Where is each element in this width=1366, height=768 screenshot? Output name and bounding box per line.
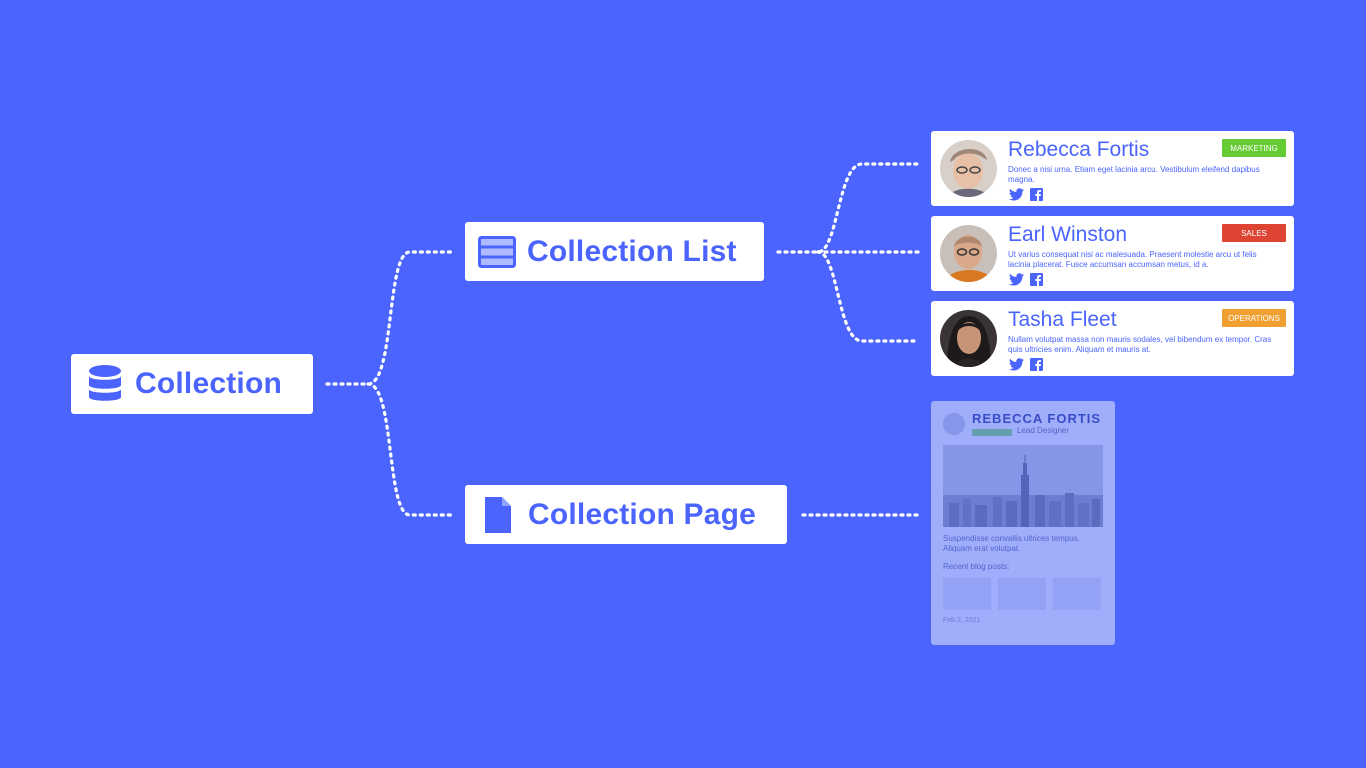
connector-list-to-card-3 <box>816 250 920 343</box>
preview-hero-image <box>943 445 1103 527</box>
twitter-icon[interactable] <box>1009 188 1024 206</box>
collection-page-preview: REBECCA FORTIS Lead Designer Suspendisse… <box>931 401 1115 645</box>
twitter-icon[interactable] <box>1009 358 1024 376</box>
preview-recent-heading: Recent blog posts: <box>943 562 1010 571</box>
preview-title: REBECCA FORTIS <box>972 411 1102 426</box>
preview-date: Feb 2, 2021 <box>943 617 981 624</box>
collection-page-label: Collection Page <box>528 497 757 531</box>
twitter-icon[interactable] <box>1009 273 1024 291</box>
collection-list-label: Collection List <box>527 234 737 268</box>
card-name: Earl Winston <box>1008 223 1128 246</box>
database-icon <box>87 364 123 404</box>
preview-role: Lead Designer <box>1017 426 1070 435</box>
preview-avatar <box>943 413 965 435</box>
avatar <box>940 140 997 197</box>
facebook-icon[interactable] <box>1030 358 1043 376</box>
connector-list-to-card-1 <box>776 162 920 254</box>
department-badge: OPERATIONS <box>1222 309 1286 327</box>
social-links <box>1009 188 1043 206</box>
card-description: Nullam volutpat massa non mauris sodales… <box>1008 335 1272 354</box>
preview-thumbnail <box>1053 578 1101 610</box>
profile-card-tasha: Tasha Fleet OPERATIONS Nullam volutpat m… <box>931 301 1294 376</box>
preview-blog-thumbnails <box>943 578 1101 610</box>
document-icon <box>483 496 513 533</box>
preview-thumbnail <box>943 578 991 610</box>
collection-list-node: Collection List <box>465 222 764 281</box>
avatar <box>940 225 997 282</box>
preview-tag <box>972 429 1012 436</box>
avatar <box>940 310 997 367</box>
collection-node: Collection <box>71 354 313 414</box>
social-links <box>1009 358 1043 376</box>
connector-collection-to-list <box>325 250 454 386</box>
table-list-icon <box>478 235 516 268</box>
preview-text: Suspendisse convallis ultrices tempus. A… <box>943 534 1080 553</box>
card-name: Tasha Fleet <box>1008 308 1117 331</box>
facebook-icon[interactable] <box>1030 188 1043 206</box>
profile-card-earl: Earl Winston SALES Ut varius consequat n… <box>931 216 1294 291</box>
facebook-icon[interactable] <box>1030 273 1043 291</box>
collection-label: Collection <box>135 367 283 400</box>
collection-page-node: Collection Page <box>465 485 787 544</box>
preview-thumbnail <box>998 578 1046 610</box>
card-name: Rebecca Fortis <box>1008 138 1150 161</box>
department-badge: MARKETING <box>1222 139 1286 157</box>
card-description: Donec a nisi urna. Etiam eget lacinia ar… <box>1008 165 1260 184</box>
connector-collection-to-page <box>366 382 454 517</box>
profile-card-rebecca: Rebecca Fortis MARKETING Donec a nisi ur… <box>931 131 1294 206</box>
department-badge: SALES <box>1222 224 1286 242</box>
social-links <box>1009 273 1043 291</box>
card-description: Ut varius consequat nisi ac malesuada. P… <box>1008 250 1257 269</box>
